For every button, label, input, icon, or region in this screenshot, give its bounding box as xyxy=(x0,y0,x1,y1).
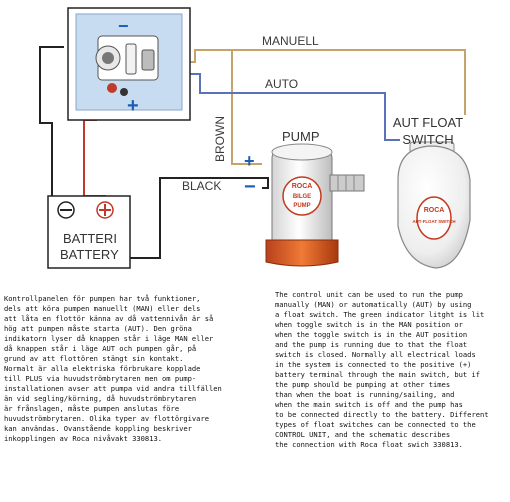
auto-wire xyxy=(165,73,400,141)
description-swedish: Kontrollpanelen för pumpen har två funkt… xyxy=(4,294,222,443)
float-switch-badge-text: AUT-FLOAT SWITCH xyxy=(412,219,455,224)
manual-wire-label: MANUELL xyxy=(262,34,319,48)
auto-wire-label: AUTO xyxy=(265,77,298,91)
brown-wire xyxy=(231,50,262,165)
pump-badge-line1: BILGE xyxy=(293,194,311,200)
float-switch-label-1: AUT FLOAT xyxy=(393,115,463,130)
battery-label-sv: BATTERI xyxy=(63,231,117,246)
pump-label: PUMP xyxy=(282,129,320,144)
pump-minus-sign: − xyxy=(244,176,256,198)
description-english: The control unit can be used to run the … xyxy=(275,290,489,449)
float-switch-badge xyxy=(416,196,452,240)
control-panel: − + xyxy=(67,7,191,121)
pump-plus-sign: + xyxy=(244,151,255,171)
float-switch-label-2: SWITCH xyxy=(402,132,453,147)
black-wire-panel xyxy=(39,46,66,201)
float-switch-brand: ROCA xyxy=(424,207,445,214)
panel-minus-sign: − xyxy=(118,16,129,36)
manual-wire xyxy=(165,49,466,115)
panel-plus-sign: + xyxy=(127,95,139,117)
bilge-pump: ROCA BILGE PUMP + − PUMP xyxy=(244,129,365,267)
pump-brand: ROCA xyxy=(292,183,313,190)
black-wire-label: BLACK xyxy=(182,179,221,193)
pump-badge xyxy=(282,176,322,216)
brown-wire-label: BROWN xyxy=(213,116,227,162)
battery-label-en: BATTERY xyxy=(60,247,119,262)
pump-badge-line2: PUMP xyxy=(293,203,310,209)
battery: BATTERI BATTERY xyxy=(47,195,131,269)
float-switch: ROCA AUT-FLOAT SWITCH AUT FLOAT SWITCH xyxy=(393,115,471,269)
wiring-diagram: − + BATTERI BATTERY ROCA BILGE PUMP + − … xyxy=(39,7,471,269)
